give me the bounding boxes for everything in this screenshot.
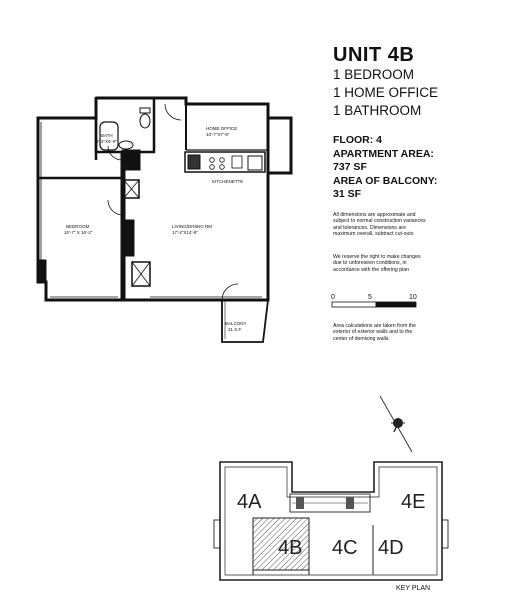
scale-end: 10 bbox=[409, 294, 417, 301]
area-calculation-note: Area calculations are taken from the ext… bbox=[333, 323, 417, 342]
door-swing bbox=[107, 145, 123, 161]
dimensions-disclaimer: All dimensions are approximate and subje… bbox=[333, 212, 426, 238]
unit-plan bbox=[36, 96, 293, 343]
door-swing bbox=[107, 199, 124, 216]
unit-label: 4E bbox=[401, 491, 425, 513]
sink bbox=[118, 140, 134, 150]
balcony-label: BALCONY bbox=[225, 321, 247, 326]
door-swing bbox=[164, 103, 182, 121]
core bbox=[289, 493, 371, 513]
room-labels: BATH 8'-2"X5'-9" HOME OFFICE 10'-7"X7'-8… bbox=[64, 126, 247, 332]
apartment-area-value: 737 SF bbox=[333, 161, 367, 173]
toilet bbox=[139, 113, 151, 129]
bath-label: BATH bbox=[101, 133, 113, 138]
balcony-area-label: AREA OF BALCONY: bbox=[333, 175, 438, 187]
balcony-dim: 31 S.F. bbox=[228, 327, 242, 332]
living-label: LIVING/DINING RM bbox=[172, 224, 212, 229]
exterior-wall bbox=[36, 98, 293, 302]
scale-start: 0 bbox=[331, 294, 335, 301]
apartment-area-label: APARTMENT AREA: bbox=[333, 148, 434, 160]
fridge bbox=[247, 155, 263, 171]
key-plan-labels: 4A 4B 4C 4D 4E bbox=[237, 491, 425, 559]
exterior-wall-top bbox=[96, 96, 270, 118]
unit-label: 4B bbox=[278, 537, 302, 559]
closet bbox=[123, 179, 140, 199]
living-dim: 17'-2"X14'-8" bbox=[172, 230, 198, 235]
north-arrow-icon bbox=[379, 395, 413, 453]
bathtub bbox=[99, 121, 119, 151]
key-plan bbox=[213, 461, 449, 581]
scale-bar bbox=[331, 301, 417, 308]
unit-label: 4A bbox=[237, 491, 262, 513]
office-dim: 10'-7"X7'-8" bbox=[206, 132, 230, 137]
bedroom-dim: 10'-7" X 16'-2" bbox=[64, 230, 93, 235]
column bbox=[121, 149, 141, 171]
balcony-area-value: 31 SF bbox=[333, 188, 362, 200]
feature-home-office: 1 HOME OFFICE bbox=[333, 85, 439, 100]
closet-lower bbox=[131, 261, 151, 287]
kitchen-counter bbox=[184, 151, 266, 173]
bath-dim: 8'-2"X5'-9" bbox=[96, 139, 117, 144]
floor-label: FLOOR: 4 bbox=[333, 134, 382, 146]
unit-title: UNIT 4B bbox=[333, 44, 415, 66]
feature-bathroom: 1 BATHROOM bbox=[333, 103, 422, 118]
key-plan-label: KEY PLAN bbox=[396, 585, 431, 592]
feature-bedroom: 1 BEDROOM bbox=[333, 67, 415, 82]
changes-disclaimer: We reserve the right to make changes due… bbox=[333, 254, 421, 273]
door-swing bbox=[221, 283, 239, 301]
unit-label: 4D bbox=[378, 537, 404, 559]
building-outline bbox=[219, 461, 443, 581]
office-label: HOME OFFICE bbox=[206, 126, 237, 131]
bedroom-label: BEDROOM bbox=[66, 224, 90, 229]
balcony-outline bbox=[221, 299, 269, 343]
scale-mid: 5 bbox=[368, 294, 372, 301]
kitchenette-label: KITCHENETTE bbox=[212, 179, 243, 184]
unit-label: 4C bbox=[332, 537, 358, 559]
